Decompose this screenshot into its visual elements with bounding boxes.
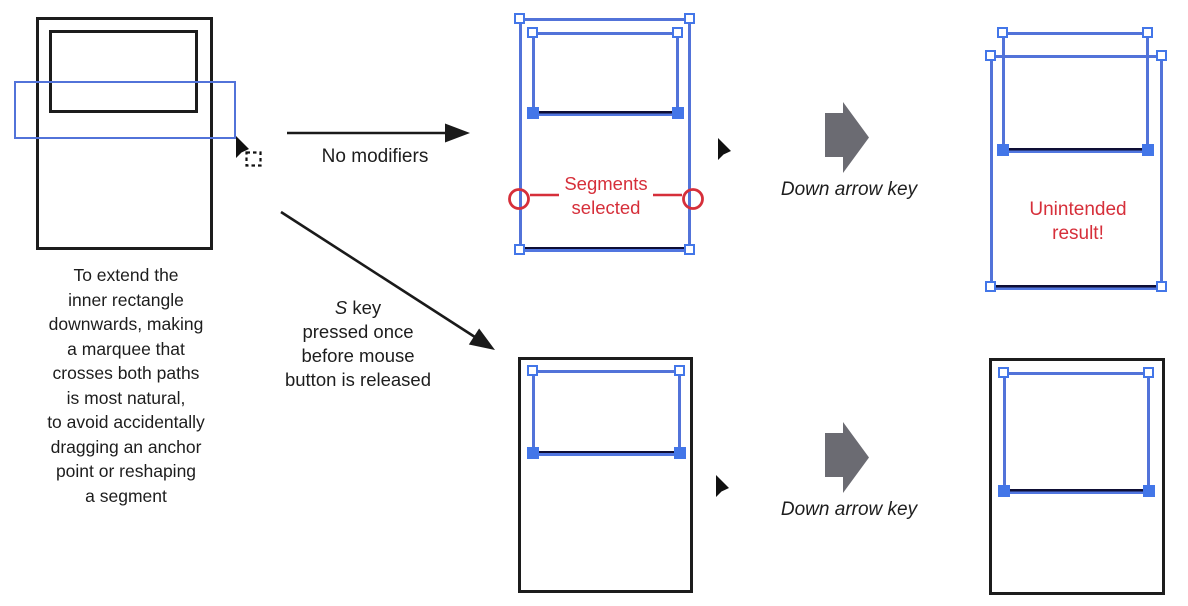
path-edge [688,18,691,252]
marquee-cursor-icon [236,136,262,167]
outer-path-rect [518,357,693,593]
node-handle [672,27,683,38]
node-handle [684,13,695,24]
node-handle-selected [672,107,684,119]
node-handle [514,13,525,24]
down-arrow-key-label-bottom: Down arrow key [780,499,918,520]
path-edge [1002,32,1005,151]
path-edge [1003,372,1151,375]
path-edge-selected-segment [531,451,682,456]
inner-path-rect [49,30,198,113]
node-handle-selected [674,447,686,459]
down-arrow-icon [825,102,869,173]
node-handle [514,244,525,255]
node-handle [1156,281,1167,292]
down-arrow-key-label-top: Down arrow key [780,179,918,200]
path-edge [990,55,1163,58]
node-handle [998,367,1009,378]
node-handle-selected [527,107,539,119]
node-handle-selected [1143,485,1155,497]
node-handle [527,27,538,38]
path-edge-selected-segment [531,111,680,116]
down-arrow-icon [825,422,869,493]
no-modifiers-label: No modifiers [321,146,429,167]
outer-path-rect [36,17,213,250]
path-edge [519,18,522,252]
s-key-label-line1: S key [267,296,449,320]
node-cursor-icon [716,475,729,497]
path-edge-selected-segment [1001,148,1150,153]
no-modifiers-arrow [287,123,470,143]
path-edge [519,18,691,21]
path-edge [676,32,679,115]
path-edge [1160,55,1163,289]
node-handle [1143,367,1154,378]
path-edge [532,370,535,454]
outer-path-rect [989,358,1165,595]
path-edge [532,370,682,373]
node-handle-selected [997,144,1009,156]
path-edge [532,32,680,35]
node-handle [527,365,538,376]
node-handle-selected [998,485,1010,497]
node-handle [674,365,685,376]
segments-selected-label: Segments selected [564,173,648,219]
s-key-label-lines: pressed once before mouse button is rele… [284,321,432,391]
node-handle [684,244,695,255]
path-edge [1003,372,1006,492]
s-key-italic: S [334,297,348,318]
node-handle [1156,50,1167,61]
node-handle [1142,27,1153,38]
node-handle [985,50,996,61]
path-edge-selected-segment [1002,489,1151,494]
unintended-result-label: Unintended result! [1029,199,1127,244]
path-edge [678,370,681,454]
s-key-label: S key pressed once before mouse button i… [267,296,449,392]
path-edge [990,55,993,289]
figure-caption: To extend the inner rectangle downwards,… [47,265,205,506]
path-edge [1147,372,1150,492]
path-edge-selected-segment [990,285,1164,290]
node-handle-selected [527,447,539,459]
s-key-rest: key [347,297,382,318]
node-handle [985,281,996,292]
path-edge-selected-segment [519,247,691,252]
rubberband-marquee [14,81,236,139]
node-cursor-icon [718,138,731,160]
path-edge [1002,32,1150,35]
path-edge [1146,32,1149,151]
node-handle-selected [1142,144,1154,156]
node-handle [997,27,1008,38]
path-edge [532,32,535,115]
